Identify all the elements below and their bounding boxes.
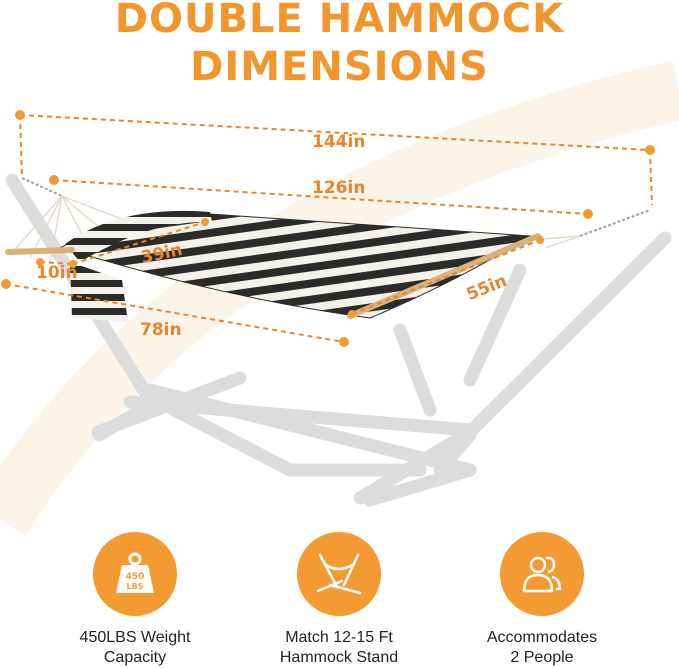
feature-line-2: 2 People (510, 649, 574, 666)
dim-label-78: 78in (140, 320, 182, 340)
feature-weight-capacity: 450 LBS 450LBS Weight Capacity (35, 532, 235, 668)
title-line-2: DIMENSIONS (190, 44, 489, 90)
feature-line-1: 450LBS Weight (79, 629, 191, 646)
dim-label-144: 144in (312, 132, 366, 152)
dimension-dots (1, 110, 655, 347)
people-icon-circle (500, 532, 584, 616)
feature-label: 450LBS Weight Capacity (35, 628, 235, 668)
dim-label-126: 126in (312, 178, 366, 198)
stand-icon-circle (297, 532, 381, 616)
dimension-lines (5, 114, 653, 343)
feature-line-1: Match 12-15 Ft (285, 629, 393, 646)
weight-icon: 450 LBS (116, 552, 154, 593)
dim-line-144 (19, 114, 651, 151)
weight-icon-circle: 450 LBS (93, 532, 177, 616)
feature-label: Accommodates 2 People (442, 628, 642, 668)
dim-line-78 (5, 283, 345, 343)
feature-capacity-people: Accommodates 2 People (442, 532, 642, 668)
dim-line-55 (351, 239, 541, 315)
hanging-chains (21, 177, 651, 237)
hammock-stand (5, 173, 672, 507)
dim-label-10: 10in (36, 263, 78, 283)
weight-icon-text-top: 450 (126, 572, 145, 582)
feature-line-1: Accommodates (486, 629, 598, 646)
feature-line-2: Hammock Stand (279, 649, 399, 666)
hammock-stand-icon (316, 553, 362, 595)
feature-line-2: Capacity (103, 649, 167, 666)
title-line-1: DOUBLE HAMMOCK (114, 0, 565, 42)
people-icon (522, 556, 562, 593)
feature-label: Match 12-15 Ft Hammock Stand (239, 628, 439, 668)
hammock-flap (70, 262, 128, 322)
hammock-pillow (65, 210, 212, 262)
dim-line-126 (53, 179, 589, 215)
weight-icon-text-bottom: LBS (127, 582, 144, 591)
feature-stand-match: Match 12-15 Ft Hammock Stand (239, 532, 439, 668)
dim-line-10 (39, 261, 74, 265)
